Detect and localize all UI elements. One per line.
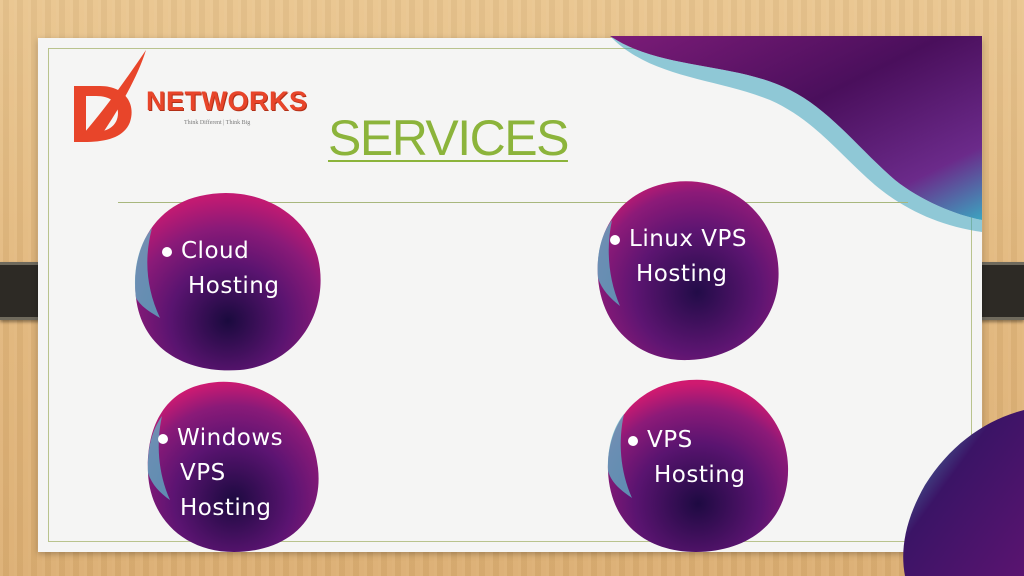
paper-inner-border — [48, 48, 972, 542]
title-divider — [118, 202, 908, 203]
page-title: SERVICES — [328, 110, 569, 166]
brand-tagline: Think Different | Think Big — [184, 120, 251, 126]
service-label-vps-hosting: VPS Hosting — [628, 423, 745, 493]
service-label-cloud-hosting: Cloud Hosting — [162, 234, 279, 304]
logo-mark-icon — [74, 50, 146, 142]
brand-name: NETWORKS — [146, 86, 308, 116]
service-label-windows-vps-hosting: Windows VPS Hosting — [158, 421, 283, 526]
service-blob-windows-vps-hosting — [147, 381, 319, 552]
service-label-linux-vps-hosting: Linux VPS Hosting — [610, 222, 747, 292]
service-blob-vps-hosting — [607, 379, 789, 552]
service-blob-linux-vps-hosting — [597, 181, 779, 361]
bullet-icon — [162, 247, 172, 257]
bullet-icon — [628, 436, 638, 446]
brand-logo: NETWORKS Think Different | Think Big — [70, 46, 340, 146]
service-blob-cloud-hosting — [134, 192, 321, 371]
bullet-icon — [158, 434, 168, 444]
bullet-icon — [610, 235, 620, 245]
